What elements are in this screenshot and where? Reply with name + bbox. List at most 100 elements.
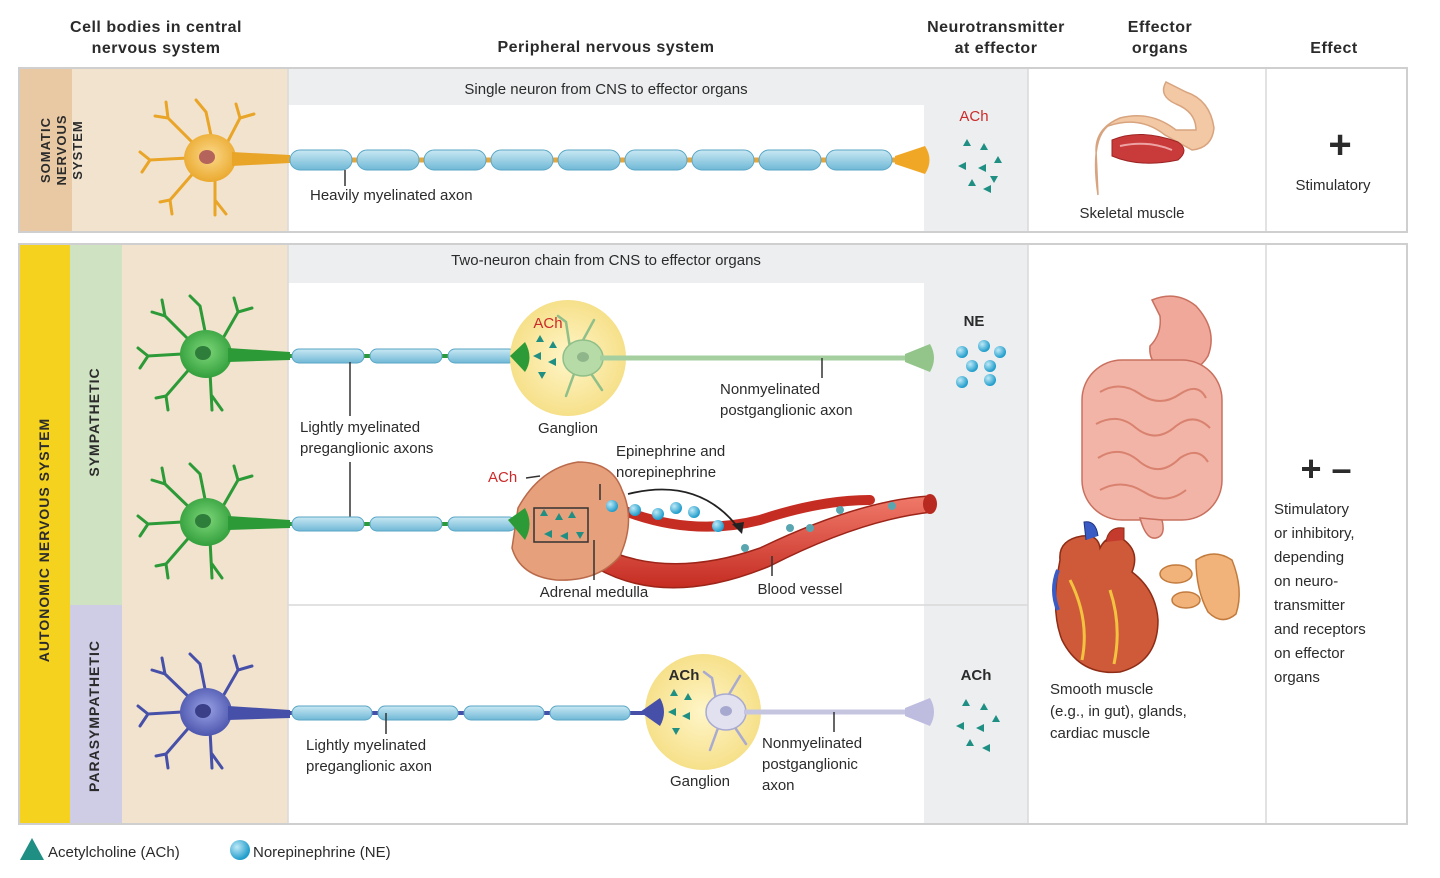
autonomic-banner: Two-neuron chain from CNS to effector or… — [451, 252, 761, 269]
somatic-effect-symbol: + — [1328, 123, 1351, 167]
autonomic-organ-label-1: Smooth muscle — [1050, 681, 1153, 698]
adrenal-medulla-label: Adrenal medulla — [540, 584, 649, 601]
parasympathetic-preganglionic-axon — [288, 705, 648, 721]
parasympathetic-preganglionic-label-1: Lightly myelinated — [306, 737, 426, 754]
adrenal-ach-molecules — [540, 509, 584, 540]
parasympathetic-postganglionic-label-2: postganglionic — [762, 756, 858, 773]
autonomic-banner-bg — [288, 245, 924, 283]
parasympathetic-neurotransmitter: ACh — [961, 667, 992, 684]
legend-ach-label: Acetylcholine (ACh) — [48, 844, 180, 861]
parasympathetic-postganglionic-label-3: axon — [762, 777, 795, 794]
sympathetic-ne-molecules — [956, 340, 1006, 388]
epinephrine-label-1: Epinephrine and — [616, 443, 725, 460]
header-peripheral: Peripheral nervous system — [497, 39, 714, 56]
sympathetic-label: SYMPATHETIC — [86, 367, 102, 476]
somatic-system-label: SOMATIC NERVOUS SYSTEM — [38, 114, 85, 185]
sympathetic-neurotransmitter: NE — [964, 313, 985, 330]
header-effector-line1: Effector — [1128, 19, 1192, 36]
header-effect: Effect — [1310, 40, 1358, 57]
parasympathetic-ganglion — [645, 654, 761, 770]
somatic-nucleus — [199, 150, 215, 164]
parasympathetic-ganglion-ach — [668, 689, 692, 735]
ne-legend-icon — [230, 840, 250, 860]
parasympathetic-postganglionic-label-1: Nonmyelinated — [762, 735, 862, 752]
somatic-banner: Single neuron from CNS to effector organ… — [464, 81, 747, 98]
autonomic-effect-line-8: organs — [1274, 669, 1320, 686]
somatic-effect-text: Stimulatory — [1295, 177, 1371, 194]
somatic-cns-column — [72, 69, 288, 231]
autonomic-effect-line-3: depending — [1274, 549, 1344, 566]
sympathetic-preganglionic-label-2: preganglionic axons — [300, 440, 433, 457]
skeletal-muscle-label: Skeletal muscle — [1079, 205, 1184, 222]
sympathetic-preganglionic-axon-1 — [288, 348, 525, 364]
somatic-panel: SOMATIC NERVOUS SYSTEM Single neuron fro… — [18, 67, 1408, 233]
somatic-label-line1: SOMATIC — [38, 117, 53, 183]
legend: Acetylcholine (ACh) Norepinephrine (NE) — [20, 838, 391, 861]
column-header-effector: Effector organs — [1128, 19, 1192, 57]
digestive-tract-illustration — [1081, 295, 1223, 539]
autonomic-effect-line-7: on effector — [1274, 645, 1345, 662]
sympathetic-ganglion-nt: ACh — [533, 315, 562, 332]
glands-illustration — [1159, 553, 1240, 621]
header-cell-bodies-line2: nervous system — [92, 40, 221, 57]
sympathetic-postganglionic-neuron — [556, 314, 934, 398]
blood-vessel-ne-molecules — [741, 502, 896, 552]
sympathetic-preganglionic-axon-2 — [288, 516, 525, 532]
autonomic-effect-line-6: and receptors — [1274, 621, 1366, 638]
autonomic-effect-line-4: on neuro- — [1274, 573, 1338, 590]
somatic-label-line3: SYSTEM — [70, 120, 85, 179]
parasympathetic-band — [70, 605, 122, 823]
somatic-axon-label: Heavily myelinated axon — [310, 187, 473, 204]
sympathetic-ganglion-ach — [533, 335, 557, 379]
parasympathetic-neuron — [136, 652, 290, 770]
skeletal-muscle-illustration — [1094, 81, 1215, 196]
somatic-neurotransmitter: ACh — [959, 108, 988, 125]
parasympathetic-ganglion-nt: ACh — [669, 667, 700, 684]
release-arrow — [627, 488, 741, 531]
adrenal-nt: ACh — [488, 469, 517, 486]
autonomic-organ-label-3: cardiac muscle — [1050, 725, 1150, 742]
blood-vessel-label: Blood vessel — [757, 581, 842, 598]
sympathetic-preganglionic-label-1: Lightly myelinated — [300, 419, 420, 436]
header-neurotransmitter-line1: Neurotransmitter — [927, 19, 1065, 36]
autonomic-band — [20, 245, 70, 823]
header-cell-bodies-line1: Cell bodies in central — [70, 19, 242, 36]
somatic-nt-column — [924, 69, 1028, 231]
column-header-cell-bodies: Cell bodies in central nervous system — [70, 19, 242, 57]
sympathetic-postganglionic-label-2: postganglionic axon — [720, 402, 853, 419]
autonomic-organ-label-2: (e.g., in gut), glands, — [1050, 703, 1187, 720]
somatic-axon — [288, 146, 930, 174]
legend-ne-label: Norepinephrine (NE) — [253, 844, 391, 861]
autonomic-effect-line-1: Stimulatory — [1274, 501, 1350, 518]
somatic-axon-terminal — [895, 146, 930, 174]
heart-illustration — [1052, 521, 1159, 674]
autonomic-effect-text: Stimulatory or inhibitory, depending on … — [1274, 501, 1366, 686]
somatic-banner-bg — [288, 69, 924, 105]
autonomic-effect-line-2: or inhibitory, — [1274, 525, 1355, 542]
sympathetic-postganglionic-label-1: Nonmyelinated — [720, 381, 820, 398]
autonomic-effect-symbol: + – — [1300, 448, 1351, 489]
parasympathetic-label: PARASYMPATHETIC — [86, 640, 102, 792]
somatic-neuron — [138, 98, 290, 217]
autonomic-system-label: AUTONOMIC NERVOUS SYSTEM — [36, 418, 52, 662]
autonomic-panel: AUTONOMIC NERVOUS SYSTEM SYMPATHETIC PAR… — [18, 243, 1408, 825]
sympathetic-neuron-1 — [136, 294, 290, 412]
somatic-dendrites — [138, 98, 256, 217]
somatic-ach-molecules — [958, 139, 1002, 193]
somatic-band — [20, 69, 72, 231]
parasympathetic-ach-molecules — [956, 699, 1000, 752]
header-effector-line2: organs — [1132, 40, 1188, 57]
parasympathetic-preganglionic-label-2: preganglionic axon — [306, 758, 432, 775]
header-neurotransmitter-line2: at effector — [955, 40, 1038, 57]
sympathetic-band — [70, 245, 122, 605]
somatic-label-line2: NERVOUS — [54, 114, 69, 185]
somatic-myelin-sheaths — [289, 149, 893, 171]
parasympathetic-ganglion-label: Ganglion — [670, 773, 730, 790]
autonomic-effect-line-5: transmitter — [1274, 597, 1345, 614]
autonomic-nt-column — [924, 245, 1028, 823]
epinephrine-label-2: norepinephrine — [616, 464, 716, 481]
parasympathetic-postganglionic-neuron — [702, 670, 934, 752]
ach-legend-icon — [20, 838, 44, 860]
